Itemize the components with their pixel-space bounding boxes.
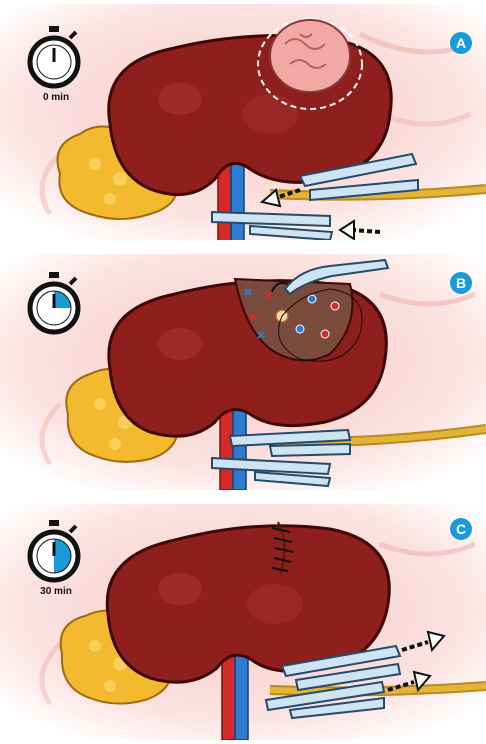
panel-b: B bbox=[0, 254, 486, 490]
needle-icon bbox=[271, 258, 390, 296]
clamp-icon bbox=[211, 210, 334, 240]
clamp-icon bbox=[211, 456, 332, 488]
stopwatch-icon bbox=[27, 26, 81, 89]
timer-label: 30 min bbox=[40, 586, 72, 597]
panel-c-illustration bbox=[0, 504, 486, 740]
clamp-icon bbox=[264, 680, 386, 720]
panel-letter: A bbox=[450, 32, 472, 54]
arrow-icon bbox=[259, 188, 301, 208]
panel-a-illustration bbox=[0, 4, 486, 240]
stopwatch-icon bbox=[27, 272, 81, 335]
panel-letter: B bbox=[450, 272, 472, 294]
clamp-icon bbox=[298, 152, 419, 202]
arrow-icon bbox=[338, 219, 381, 240]
panel-a: 0 min A bbox=[0, 4, 486, 240]
clamp-icon bbox=[280, 644, 402, 692]
panel-letter: C bbox=[450, 518, 472, 540]
arrow-icon bbox=[387, 670, 432, 693]
panel-b-illustration bbox=[0, 254, 486, 490]
stopwatch-icon bbox=[27, 520, 81, 583]
timer-label: 0 min bbox=[42, 92, 70, 103]
panel-c: 30 min C bbox=[0, 504, 486, 740]
arrow-icon bbox=[401, 630, 446, 653]
clamp-icon bbox=[228, 428, 352, 458]
